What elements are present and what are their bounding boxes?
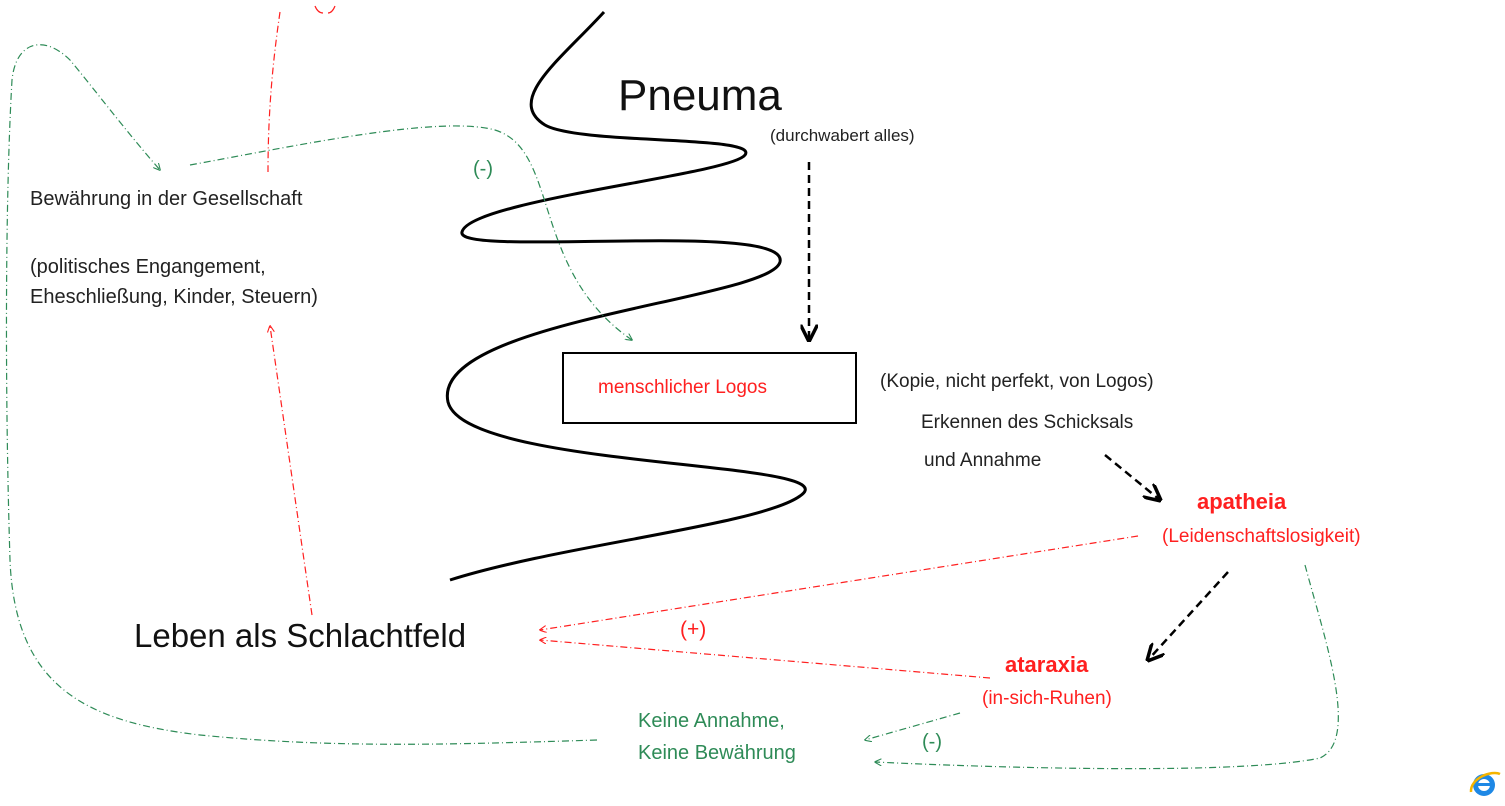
erkennen-to-apatheia-arrow bbox=[1104, 454, 1160, 500]
leben-label: Leben als Schlachtfeld bbox=[134, 617, 467, 654]
ataraxia-to-keine-arrow bbox=[865, 712, 961, 740]
plus-label: (+) bbox=[680, 618, 707, 641]
big-green-loop-arrow bbox=[5, 44, 598, 745]
minus-label-bottom: (-) bbox=[922, 731, 942, 753]
bewaehrung-title: Bewährung in der Gesellschaft bbox=[30, 188, 303, 210]
bewaehrung-to-logos-arrow bbox=[189, 125, 632, 340]
keine-line2: Keine Bewährung bbox=[638, 742, 796, 764]
pneuma-wave-line bbox=[446, 10, 807, 582]
ataraxia-subtitle: (in-sich-Ruhen) bbox=[982, 688, 1112, 709]
pneuma-subtitle: (durchwabert alles) bbox=[770, 126, 915, 145]
bewaehrung-detail-line1: (politisches Engangement, bbox=[30, 256, 266, 278]
minus-label-top: (-) bbox=[473, 158, 493, 180]
ataraxia-label: ataraxia bbox=[1005, 652, 1089, 677]
erkennen-line2: und Annahme bbox=[924, 450, 1042, 471]
bewaehrung-detail-line2: Eheschließung, Kinder, Steuern) bbox=[30, 286, 318, 308]
apatheia-label: apatheia bbox=[1197, 489, 1287, 514]
leben-to-bewaehrung-arrow bbox=[270, 326, 313, 616]
apatheia-to-ataraxia-arrow bbox=[1148, 571, 1229, 660]
top-red-mark bbox=[314, 5, 336, 14]
apatheia-subtitle: (Leidenschaftslosigkeit) bbox=[1162, 526, 1361, 547]
top-red-line bbox=[267, 11, 281, 173]
keine-line1: Keine Annahme, bbox=[638, 710, 785, 732]
logos-box bbox=[562, 352, 857, 424]
logos-box-label: menschlicher Logos bbox=[598, 377, 767, 398]
erkennen-line1: Erkennen des Schicksals bbox=[921, 412, 1134, 433]
apatheia-to-leben-arrow bbox=[540, 535, 1139, 630]
pneuma-title: Pneuma bbox=[618, 71, 782, 120]
kopie-label: (Kopie, nicht perfekt, von Logos) bbox=[880, 371, 1154, 392]
ie-logo-icon bbox=[1469, 771, 1501, 796]
apatheia-to-keine-arrow bbox=[875, 564, 1339, 770]
ataraxia-to-leben-arrow bbox=[540, 640, 991, 679]
